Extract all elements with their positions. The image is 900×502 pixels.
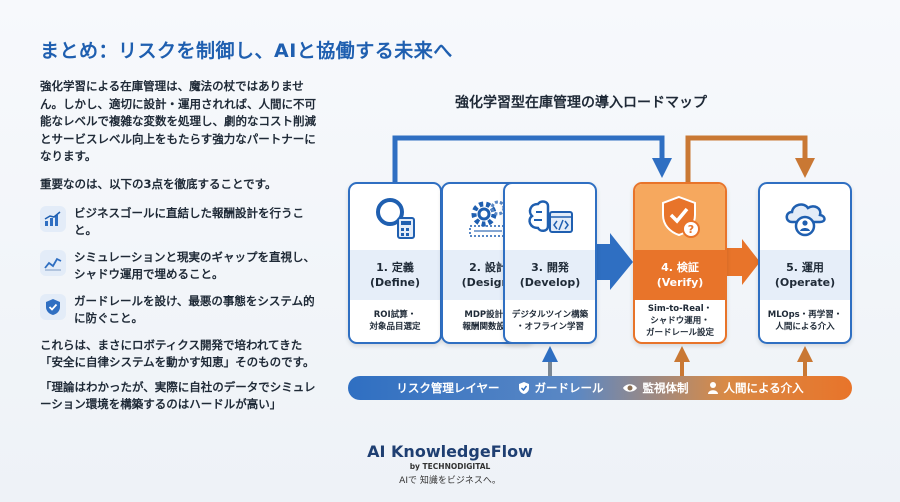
step-label: 1. 定義	[376, 261, 414, 274]
step-label: 5. 運用	[786, 261, 824, 274]
shield-check-question-icon: ?	[635, 184, 725, 250]
brand-logo: AI KnowledgeFlow	[367, 442, 533, 461]
step-description: MLOps・再学習・ 人間による介入	[767, 310, 843, 332]
svg-text:?: ?	[688, 223, 694, 236]
person-icon	[707, 382, 718, 394]
step-sublabel: (Operate)	[774, 276, 836, 289]
summary-panel: 強化学習による在庫管理は、魔法の杖ではありません。しかし、適切に設計・運用されれ…	[40, 78, 320, 413]
step-sublabel: (Define)	[369, 276, 421, 289]
growth-chart-icon	[40, 206, 66, 232]
loop-arrow-to-operate	[685, 135, 815, 182]
layer-label: リスク管理レイヤー	[396, 381, 500, 395]
key-points-lead: 重要なのは、以下の3点を徹底することです。	[40, 176, 277, 191]
risk-management-layer: リスク管理レイヤー ガードレール 監視体制 人間による介入	[348, 376, 852, 400]
eye-icon	[622, 384, 637, 392]
line-chart-icon	[40, 250, 66, 276]
page-title: まとめ：リスクを制御し、AIと協働する未来へ	[40, 40, 453, 62]
layer-item-guardrail: ガードレール	[518, 380, 604, 396]
brand-byline: by TECHNODIGITAL	[409, 462, 491, 471]
step-label: 3. 開発	[531, 261, 569, 274]
step-description: MDP設計・ 報酬関数設計	[462, 310, 514, 332]
cloud-person-icon	[760, 184, 850, 250]
step-description: ROI試算・ 対象品目選定	[369, 310, 421, 332]
key-point-text: ガードレールを設け、最悪の事態をシステム的に防ぐこと。	[74, 294, 315, 325]
key-point: ビジネスゴールに直結した報酬設計を行うこと。	[40, 205, 320, 239]
brand-footer: AI KnowledgeFlow by TECHNODIGITAL AIで 知識…	[0, 442, 900, 486]
brain-code-icon	[505, 184, 595, 250]
layer-item-human: 人間による介入	[707, 380, 804, 396]
key-point-text: シミュレーションと現実のギャップを直視し、シャドウ運用で埋めること。	[74, 250, 316, 281]
loop-arrow-to-verify	[392, 135, 672, 182]
closing-paragraph: これらは、まさにロボティクス開発で培われてきた「安全に自律システムを動かす知恵」…	[40, 338, 315, 369]
step-sublabel: (Verify)	[656, 276, 704, 289]
magnifier-calculator-icon	[350, 184, 440, 250]
key-point: シミュレーションと現実のギャップを直視し、シャドウ運用で埋めること。	[40, 249, 320, 283]
roadmap-title: 強化学習型在庫管理の導入ロードマップ	[455, 95, 707, 111]
layer-item-monitoring: 監視体制	[622, 380, 689, 396]
step-description: Sim-to-Real・ シャドウ運用・ ガードレール設定	[645, 304, 714, 338]
shield-check-icon	[518, 382, 529, 394]
step-sublabel: (Design)	[461, 276, 515, 289]
progress-arrow-orange	[725, 239, 760, 285]
layer-item-label: 監視体制	[642, 381, 689, 395]
quote-paragraph: 「理論はわかったが、実際に自社のデータでシミュレーション環境を構築するのはハード…	[40, 380, 316, 411]
brand-tagline: AIで 知識をビジネスへ。	[399, 476, 501, 486]
step-description: デジタルツイン構築 ・オフライン学習	[511, 310, 589, 332]
layer-item-label: ガードレール	[534, 381, 604, 395]
roadmap-step-define: 1. 定義 (Define) ROI試算・ 対象品目選定	[348, 182, 442, 344]
layer-item-label: 人間による介入	[723, 381, 804, 395]
key-point: ガードレールを設け、最悪の事態をシステム的に防ぐこと。	[40, 293, 320, 327]
roadmap-step-verify: ? 4. 検証 (Verify) Sim-to-Real・ シャドウ運用・ ガー…	[633, 182, 727, 344]
key-point-text: ビジネスゴールに直結した報酬設計を行うこと。	[74, 206, 304, 237]
shield-check-icon	[40, 294, 66, 320]
intro-paragraph: 強化学習による在庫管理は、魔法の杖ではありません。しかし、適切に設計・運用されれ…	[40, 79, 316, 163]
step-sublabel: (Develop)	[519, 276, 581, 289]
step-label: 2. 設計	[469, 261, 507, 274]
roadmap-step-operate: 5. 運用 (Operate) MLOps・再学習・ 人間による介入	[758, 182, 852, 344]
key-points-list: ビジネスゴールに直結した報酬設計を行うこと。 シミュレーションと現実のギャップを…	[40, 205, 320, 327]
roadmap-step-develop: 3. 開発 (Develop) デジタルツイン構築 ・オフライン学習	[503, 182, 597, 344]
step-label: 4. 検証	[661, 261, 699, 274]
